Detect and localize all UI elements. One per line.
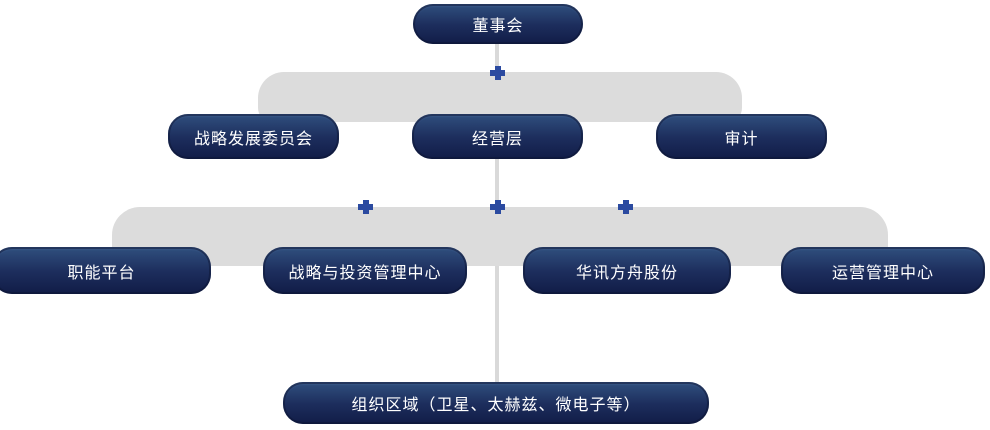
connector-band-level2 xyxy=(258,72,742,122)
node-functional-platform: 职能平台 xyxy=(0,247,211,294)
cross-bar xyxy=(495,66,501,80)
node-organization-regions: 组织区域（卫星、太赫兹、微电子等） xyxy=(283,382,709,424)
cross-bar xyxy=(623,200,629,214)
node-strategy-development-committee: 战略发展委员会 xyxy=(168,114,339,159)
cross-connector-icon xyxy=(358,200,373,214)
node-operations-management-center: 运营管理中心 xyxy=(781,247,985,294)
connector-band-level3 xyxy=(112,207,888,266)
node-audit: 审计 xyxy=(656,114,827,159)
node-management-level: 经营层 xyxy=(412,114,583,159)
cross-connector-icon xyxy=(618,200,633,214)
connector-line-management-spine xyxy=(495,158,499,384)
cross-bar xyxy=(363,200,369,214)
cross-connector-icon xyxy=(490,200,505,214)
node-huaxun-ark-shares: 华讯方舟股份 xyxy=(523,247,731,294)
cross-bar xyxy=(495,200,501,214)
node-board-of-directors: 董事会 xyxy=(413,4,583,44)
cross-connector-icon xyxy=(490,66,505,80)
node-strategy-investment-management-center: 战略与投资管理中心 xyxy=(263,247,467,294)
connector-line-board xyxy=(495,44,499,76)
